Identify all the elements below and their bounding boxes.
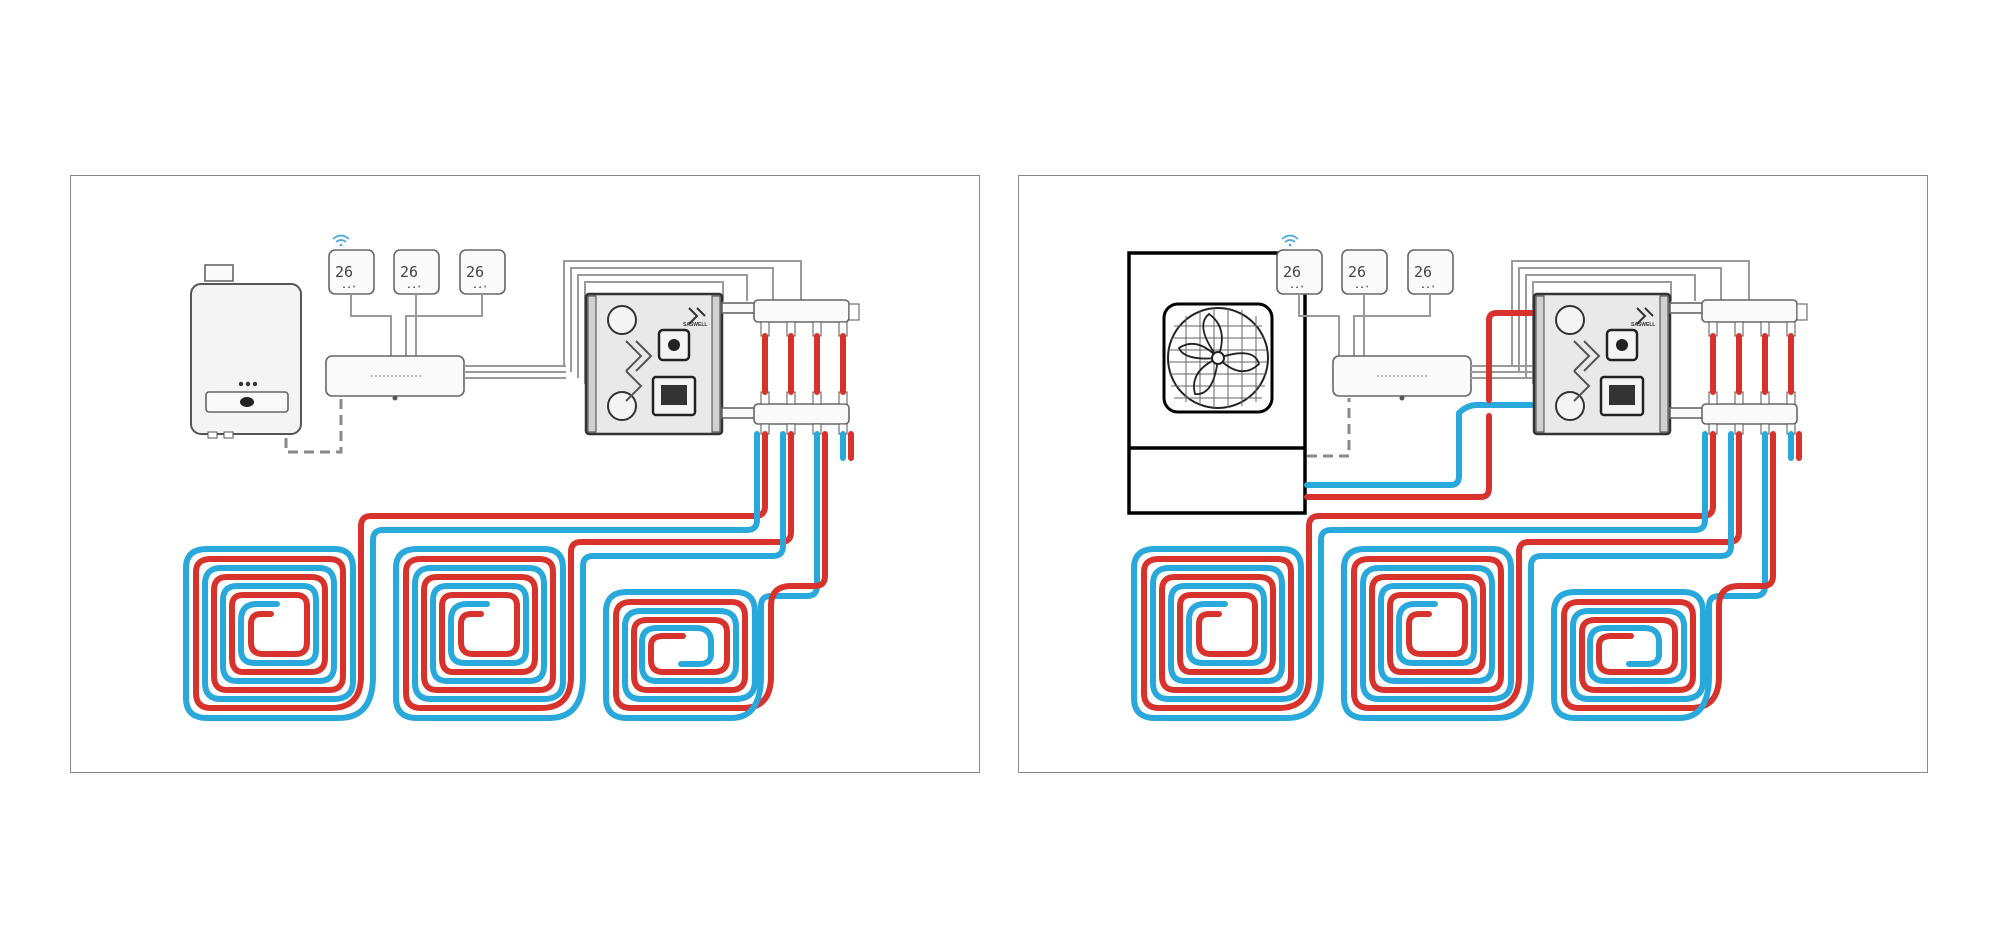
svg-text:▲ ▲ ▼: ▲ ▲ ▼ (473, 284, 487, 289)
floor-loop-zone-2 (1341, 546, 1534, 721)
logo-icon (688, 307, 706, 325)
mixing-unit: SASWELL (584, 292, 724, 436)
thermostat-display: 26 (335, 263, 353, 281)
svg-text:SASWELL: SASWELL (1631, 322, 1655, 328)
floor-loop-zone-3 (603, 589, 774, 721)
svg-text:▲ ▲ ▼: ▲ ▲ ▼ (342, 284, 356, 289)
thermostat: 26 ▲ ▲ ▼ (1276, 234, 1323, 295)
fan-icon (1162, 302, 1274, 414)
thermostat: 26 ▲ ▲ ▼ (328, 234, 375, 295)
svg-text:▲ ▲ ▼: ▲ ▲ ▼ (1290, 284, 1304, 289)
wifi-icon (1281, 234, 1299, 240)
thermostat-display: 26 (1348, 263, 1366, 281)
svg-text:▲ ▲ ▼: ▲ ▲ ▼ (407, 284, 421, 289)
boiler-system-diagram: 26 ▲ ▲ ▼ 26 ▲ ▲ ▼ 26 ▲ ▲ ▼ (70, 175, 980, 773)
floor-loop-zone-2 (393, 546, 586, 721)
thermostat: 26 ▲ ▲ ▼ (459, 249, 506, 295)
thermostat-display: 26 (466, 263, 484, 281)
manifold (721, 299, 860, 461)
thermostat: 26 ▲ ▲ ▼ (1341, 249, 1388, 295)
thermostat-display: 26 (1414, 263, 1432, 281)
thermostat-display: 26 (1283, 263, 1301, 281)
thermostat-display: 26 (400, 263, 418, 281)
diagram-canvas: 26 ▲ ▲ ▼ 26 ▲ ▲ ▼ 26 ▲ ▲ ▼ (183, 234, 860, 721)
thermostat: 26 ▲ ▲ ▼ (393, 249, 440, 295)
wiring-center (1332, 355, 1472, 401)
mixing-unit: SASWELL (1532, 292, 1672, 436)
heat-pump-system-diagram: 26 ▲ ▲ ▼ 26 ▲ ▲ ▼ 26 ▲ ▲ ▼ (1018, 175, 1928, 773)
wiring-center (325, 355, 465, 401)
wifi-icon (332, 234, 350, 240)
floor-loop-zone-1 (1131, 546, 1324, 721)
logo-icon (1636, 307, 1654, 325)
floor-loop-zone-3 (1551, 589, 1722, 721)
floor-loop-zone-1 (183, 546, 376, 721)
heat-pump (1127, 251, 1307, 515)
svg-text:SASWELL: SASWELL (683, 322, 707, 328)
diagram-canvas: 26 ▲ ▲ ▼ 26 ▲ ▲ ▼ 26 ▲ ▲ ▼ (1127, 234, 1808, 721)
boiler (190, 264, 302, 439)
svg-text:▲ ▲ ▼: ▲ ▲ ▼ (1355, 284, 1369, 289)
svg-text:▲ ▲ ▼: ▲ ▲ ▼ (1421, 284, 1435, 289)
thermostat: 26 ▲ ▲ ▼ (1407, 249, 1454, 295)
manifold (1669, 299, 1808, 461)
